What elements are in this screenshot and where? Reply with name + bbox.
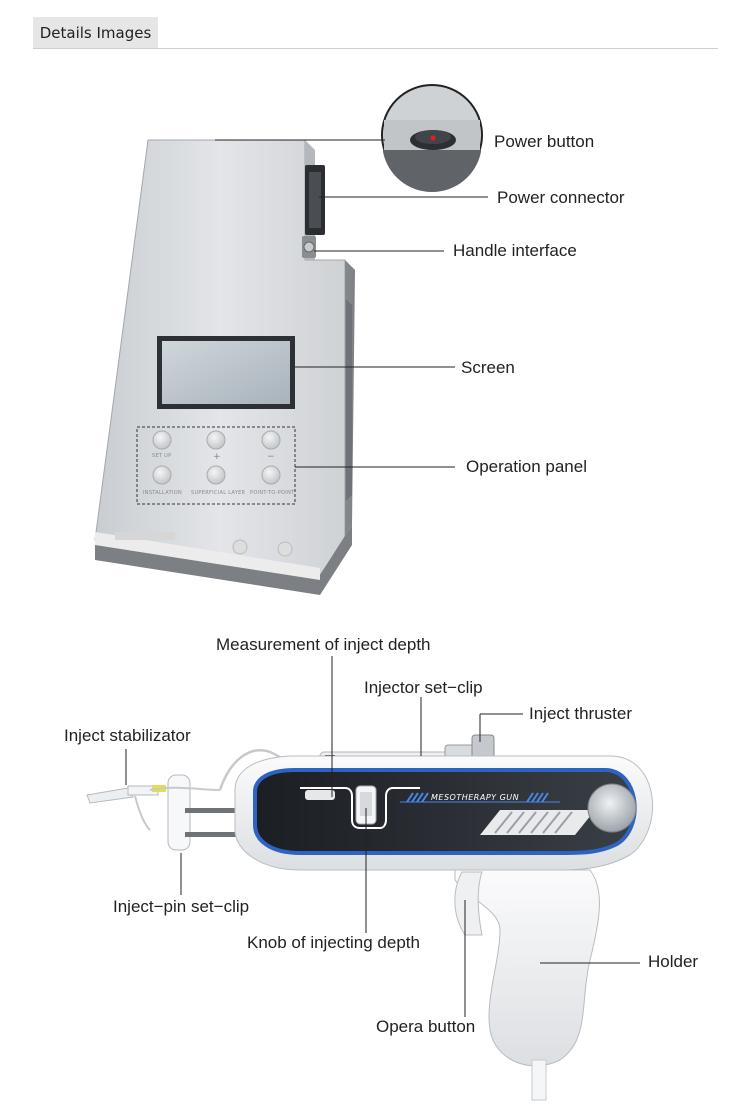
label-inject-pin-set-clip: Inject−pin set−clip [113, 897, 250, 916]
panel-label-plus: + [213, 452, 221, 462]
panel-label-point-to-point: POINT-TO-POINT [250, 490, 295, 496]
section-divider [33, 48, 718, 49]
label-handle-interface: Handle interface [453, 241, 577, 260]
mesotherapy-gun [86, 734, 653, 1101]
section-tab: Details Images [33, 17, 158, 48]
label-inject-stabilizator: Inject stabilizator [64, 726, 191, 745]
label-operation-panel: Operation panel [466, 457, 587, 476]
label-knob-of-injecting-depth: Knob of injecting depth [247, 933, 420, 952]
label-measurement-of-inject-depth: Measurement of inject depth [216, 635, 431, 654]
label-power-connector: Power connector [497, 188, 625, 207]
power-button-zoom [381, 84, 483, 193]
control-unit [94, 139, 355, 595]
panel-label-minus: − [267, 452, 275, 462]
gun-brand-text: MESOTHERAPY GUN [431, 793, 519, 802]
panel-label-setup: SET UP [152, 453, 171, 459]
label-holder: Holder [648, 952, 699, 971]
label-power-button: Power button [494, 132, 595, 151]
label-inject-thruster: Inject thruster [529, 704, 632, 723]
label-injector-set-clip: Injector set−clip [364, 678, 483, 697]
panel-label-superficial-layer: SUPERFICIAL LAYER [191, 490, 246, 496]
panel-label-installation: INSTALLATION [143, 490, 182, 496]
label-screen: Screen [461, 358, 515, 377]
label-opera-button: Opera button [376, 1017, 476, 1036]
